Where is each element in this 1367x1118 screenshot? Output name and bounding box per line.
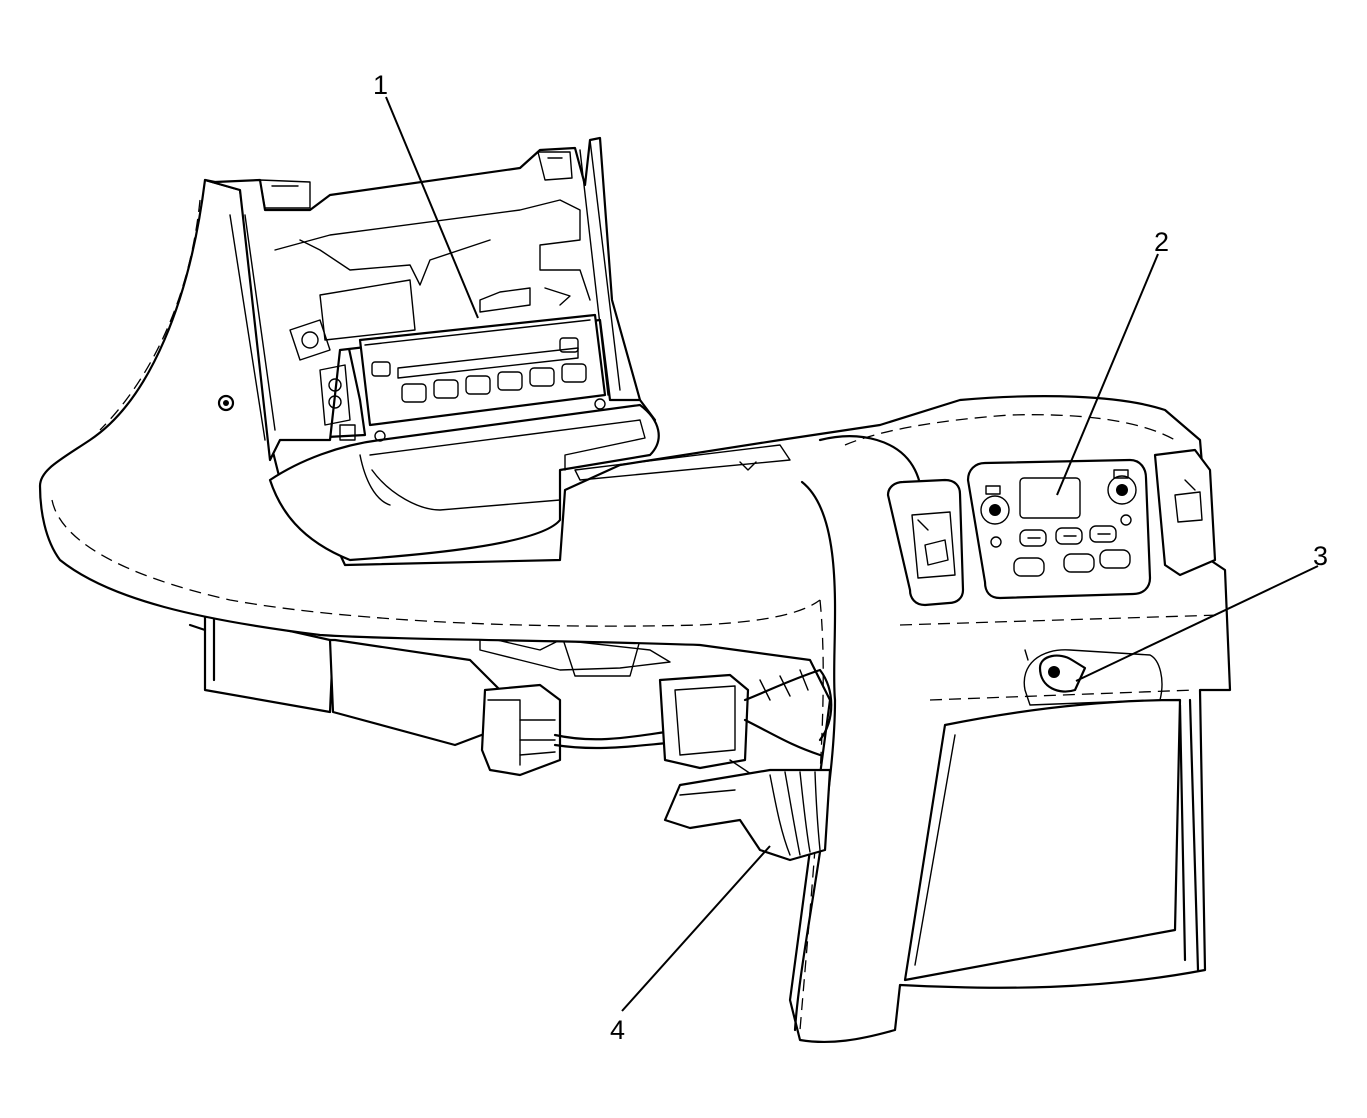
callout-leaders <box>385 96 1319 1012</box>
lower-support-bracket <box>188 610 671 747</box>
right-switch-bezel <box>1153 448 1217 577</box>
leader-1 <box>385 96 479 319</box>
callout-2: 2 <box>1154 227 1169 257</box>
wiring-harness-connectors <box>480 668 833 781</box>
callout-labels: 1 2 3 4 <box>373 70 1328 1045</box>
rear-audio-control-module <box>358 313 607 442</box>
callout-4: 4 <box>610 1015 625 1045</box>
callout-1: 1 <box>373 70 388 100</box>
callout-3: 3 <box>1313 541 1328 571</box>
rear-console-lower-panel <box>903 698 1182 982</box>
rear-climate-control-panel <box>966 458 1152 600</box>
console-lid-raised <box>203 136 642 462</box>
shift-boot-bracket <box>663 768 832 862</box>
leader-2 <box>1056 253 1159 496</box>
left-switch-bezel <box>886 478 965 607</box>
leader-4 <box>621 845 771 1012</box>
auxiliary-power-outlet <box>1023 649 1163 706</box>
leader-3 <box>1075 565 1319 682</box>
